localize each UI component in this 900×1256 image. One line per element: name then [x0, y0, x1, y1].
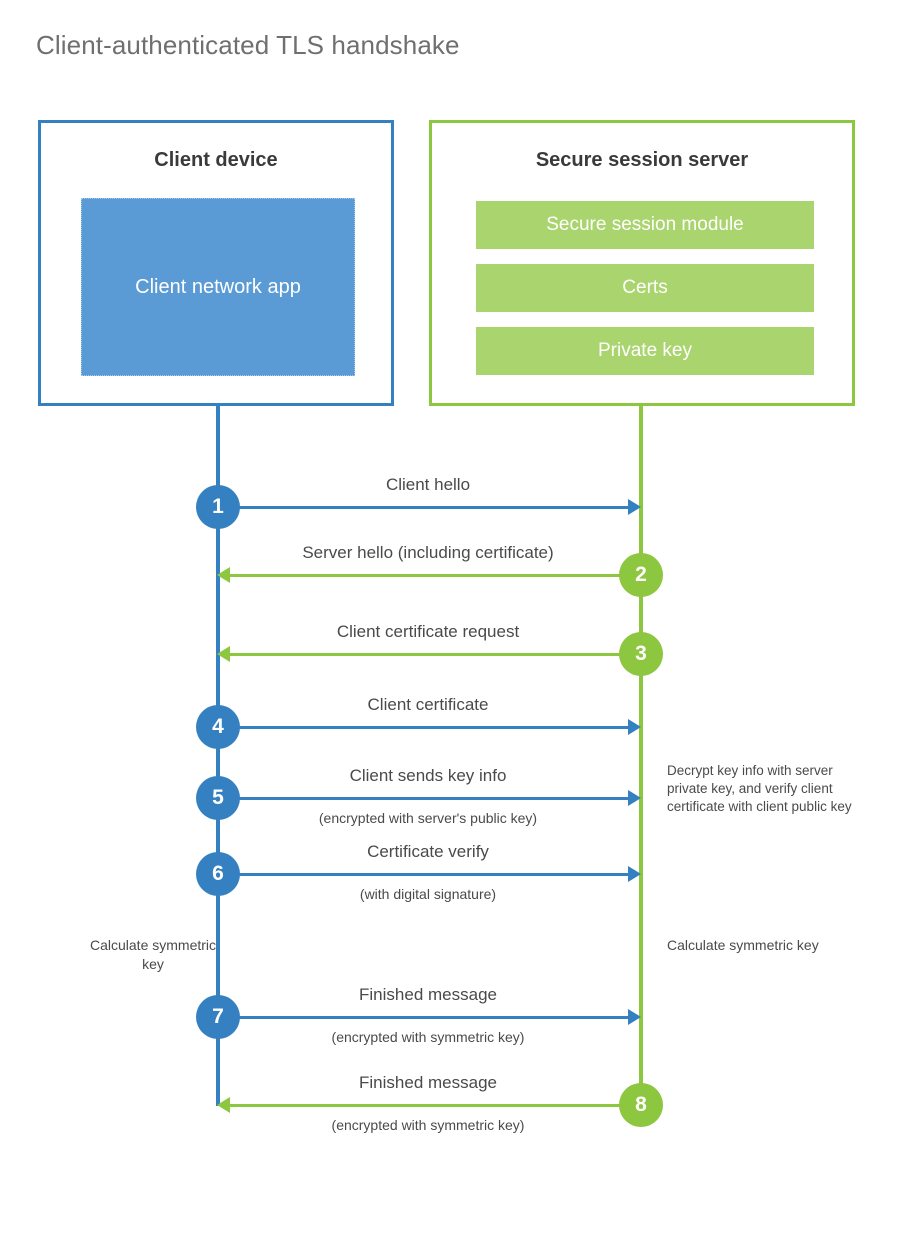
server-lifeline — [639, 404, 643, 1106]
step-badge-4[interactable]: 4 — [196, 705, 240, 749]
step-badge-6[interactable]: 6 — [196, 852, 240, 896]
message-arrow-line — [228, 653, 640, 656]
arrow-right-icon — [628, 1009, 641, 1025]
arrow-right-icon — [628, 866, 641, 882]
secure-session-server-box: Secure session server Secure session mod… — [429, 120, 855, 406]
server-component-private-key: Private key — [476, 327, 814, 375]
server-component-label: Secure session module — [546, 214, 744, 235]
arrow-right-icon — [628, 719, 641, 735]
message-sublabel: (encrypted with symmetric key) — [331, 1117, 525, 1133]
message-arrow-line — [218, 1016, 630, 1019]
server-calculate-symmetric-key-annotation: Calculate symmetric key — [667, 937, 819, 953]
message-label: Client certificate request — [336, 622, 520, 641]
message-sublabel: (encrypted with server's public key) — [318, 810, 538, 826]
message-label: Certificate verify — [367, 842, 489, 861]
server-component-certs: Certs — [476, 264, 814, 312]
client-network-app-block: Client network app — [81, 198, 355, 376]
step-badge-7[interactable]: 7 — [196, 995, 240, 1039]
arrow-left-icon — [217, 1097, 230, 1113]
server-component-secure-session-module: Secure session module — [476, 201, 814, 249]
step-badge-1[interactable]: 1 — [196, 485, 240, 529]
secure-session-server-title: Secure session server — [535, 149, 749, 171]
step-badge-2[interactable]: 2 — [619, 553, 663, 597]
message-arrow-line — [218, 873, 630, 876]
message-arrow-line — [218, 797, 630, 800]
client-calculate-symmetric-key-annotation: Calculate symmetric key — [89, 937, 217, 972]
message-label: Server hello (including certificate) — [302, 543, 554, 562]
arrow-right-icon — [628, 790, 641, 806]
message-sublabel: (with digital signature) — [359, 886, 497, 902]
message-label: Client certificate — [367, 695, 489, 714]
server-decrypt-annotation: Decrypt key info with server private key… — [667, 763, 852, 814]
message-arrow-line — [228, 574, 640, 577]
server-component-label: Private key — [598, 340, 692, 361]
server-component-label: Certs — [622, 277, 668, 298]
step-badge-5[interactable]: 5 — [196, 776, 240, 820]
step-badge-8[interactable]: 8 — [619, 1083, 663, 1127]
arrow-right-icon — [628, 499, 641, 515]
message-label: Finished message — [359, 1073, 497, 1092]
message-arrow-line — [218, 726, 630, 729]
client-lifeline — [216, 404, 220, 1106]
message-arrow-line — [218, 506, 630, 509]
page-title: Client-authenticated TLS handshake — [36, 30, 460, 60]
arrow-left-icon — [217, 646, 230, 662]
client-device-box: Client device Client network app — [38, 120, 394, 406]
message-sublabel: (encrypted with symmetric key) — [331, 1029, 525, 1045]
message-label: Client hello — [385, 475, 471, 494]
client-device-title: Client device — [154, 149, 278, 171]
message-label: Client sends key info — [349, 766, 507, 785]
message-label: Finished message — [359, 985, 497, 1004]
arrow-left-icon — [217, 567, 230, 583]
message-arrow-line — [228, 1104, 640, 1107]
client-network-app-label: Client network app — [135, 276, 301, 298]
step-badge-3[interactable]: 3 — [619, 632, 663, 676]
